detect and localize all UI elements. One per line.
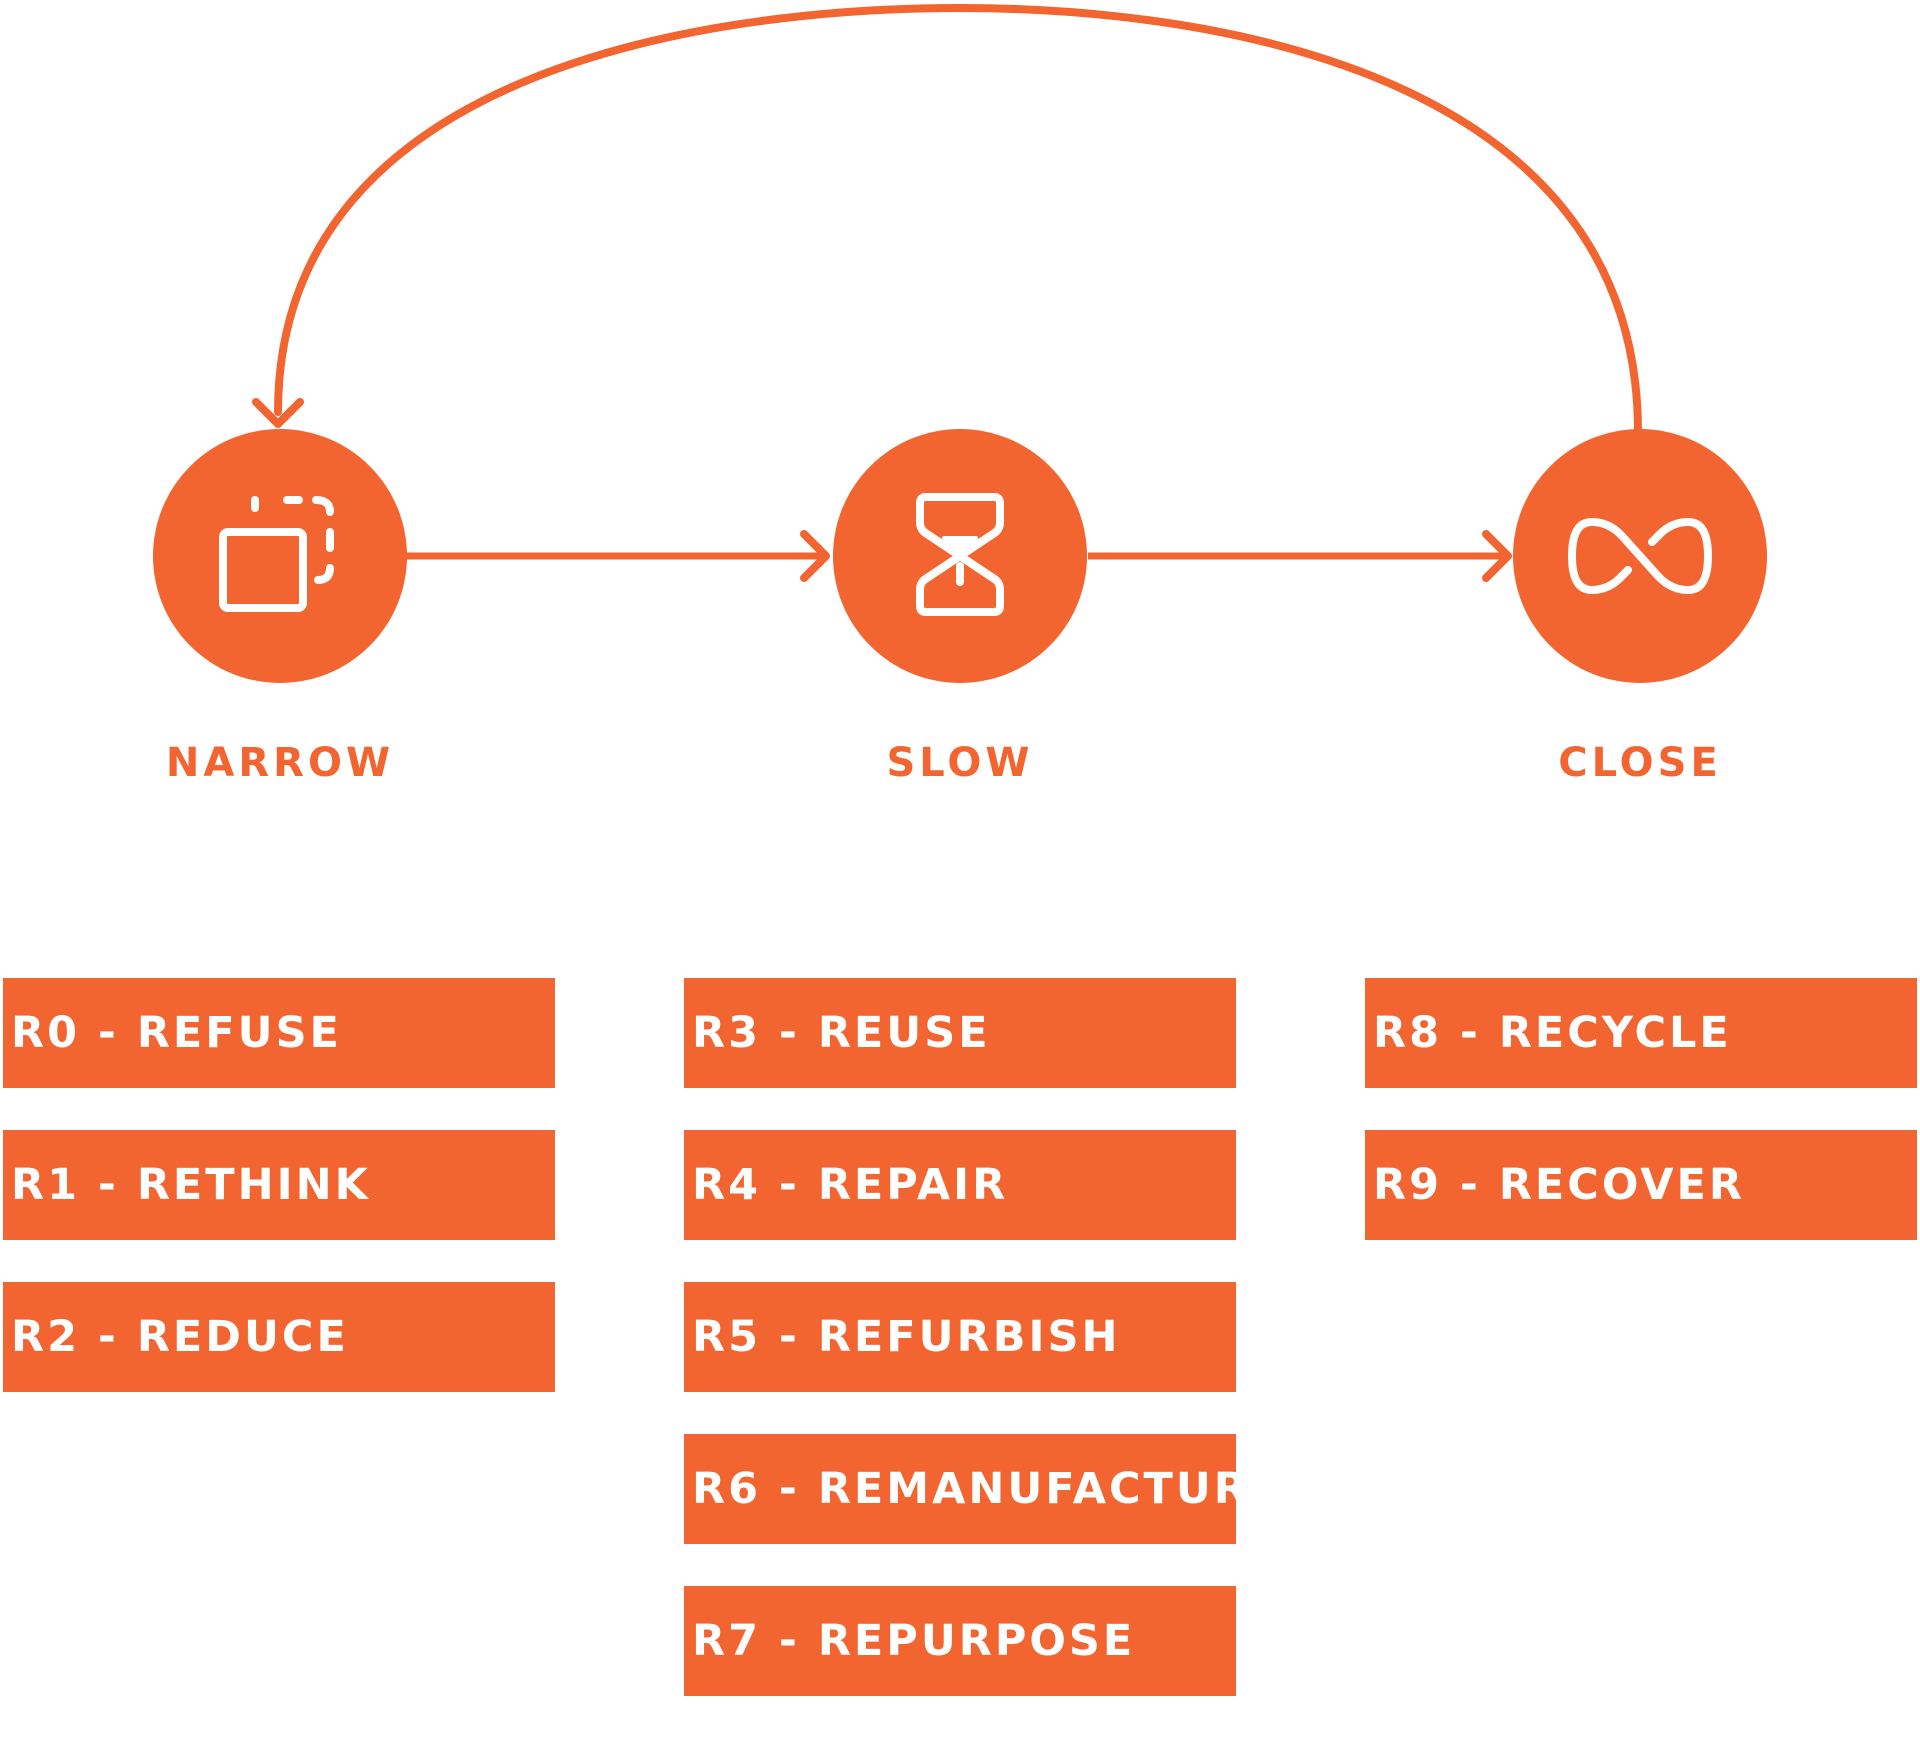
- column-narrow: R0 - REFUSE R1 - RETHINK R2 - REDUCE: [3, 978, 555, 1434]
- node-label-close: CLOSE: [1558, 740, 1722, 786]
- r-box-rethink: R1 - RETHINK: [3, 1130, 555, 1240]
- node-label-slow: SLOW: [886, 740, 1034, 786]
- r-box-reuse: R3 - REUSE: [684, 978, 1236, 1088]
- r-box-recycle: R8 - RECYCLE: [1365, 978, 1917, 1088]
- feedback-arrowhead: [252, 398, 304, 428]
- node-close: [1513, 429, 1767, 683]
- arrowhead-close: [1482, 530, 1512, 582]
- r-box-refurbish: R5 - REFURBISH: [684, 1282, 1236, 1392]
- narrow-squares-icon: [219, 496, 334, 612]
- r-box-recover: R9 - RECOVER: [1365, 1130, 1917, 1240]
- r-box-repurpose: R7 - REPURPOSE: [684, 1586, 1236, 1696]
- feedback-arc: [274, 3, 1642, 436]
- column-close: R8 - RECYCLE R9 - RECOVER: [1365, 978, 1917, 1282]
- column-slow: R3 - REUSE R4 - REPAIR R5 - REFURBISH R6…: [684, 978, 1236, 1738]
- arrowhead-slow: [800, 530, 830, 582]
- r-box-refuse: R0 - REFUSE: [3, 978, 555, 1088]
- r-box-repair: R4 - REPAIR: [684, 1130, 1236, 1240]
- hourglass-icon: [916, 493, 1004, 616]
- infinity-icon: [1568, 518, 1712, 594]
- node-slow: [833, 429, 1087, 683]
- r-box-reduce: R2 - REDUCE: [3, 1282, 555, 1392]
- r-box-remanufacture: R6 - REMANUFACTURE: [684, 1434, 1236, 1544]
- flow-diagram: [153, 3, 1767, 683]
- node-label-narrow: NARROW: [165, 740, 395, 786]
- node-narrow: [153, 429, 407, 683]
